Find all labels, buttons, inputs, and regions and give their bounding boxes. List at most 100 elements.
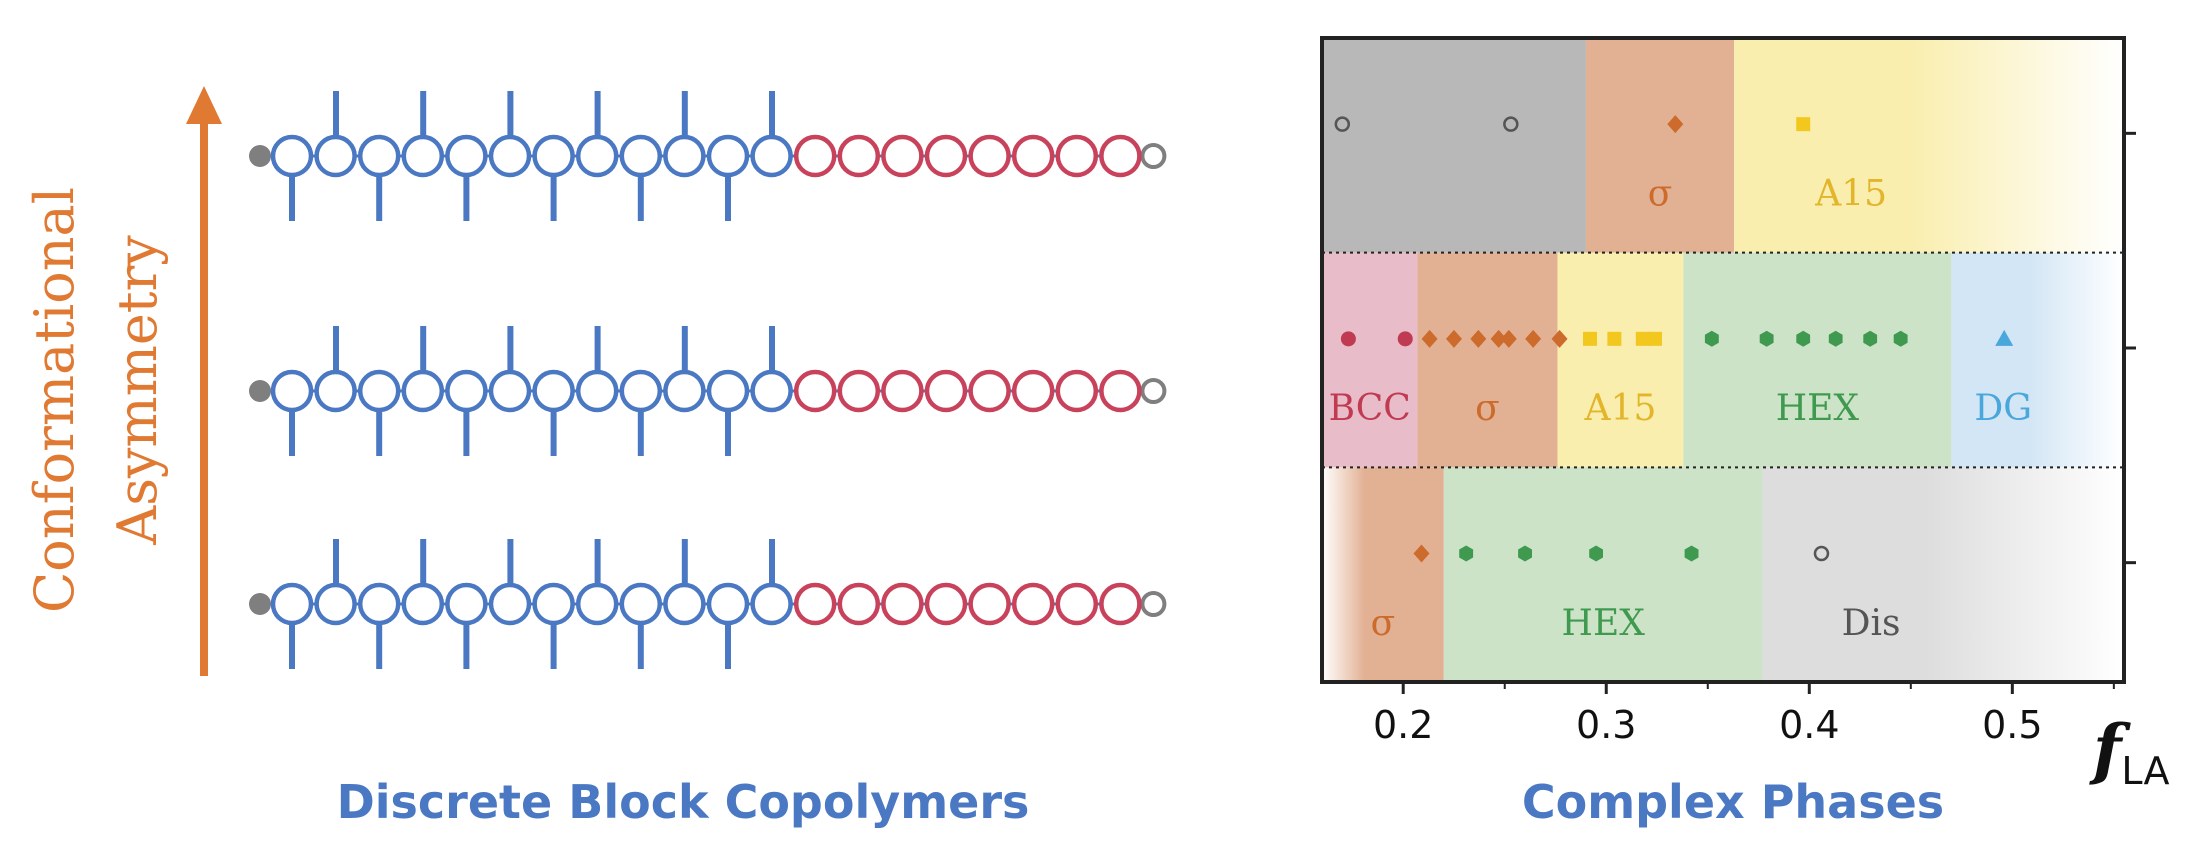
polymer-chains <box>249 91 1167 669</box>
data-point-open-circle <box>1503 116 1519 132</box>
blue-bead <box>401 369 445 413</box>
end-group-start <box>249 593 271 615</box>
x-axis-ticks: 0.2 0.3 0.4 0.5 <box>1373 682 2115 747</box>
blue-bead <box>314 369 357 413</box>
blue-bead <box>706 134 750 178</box>
data-point-hexagon <box>1684 545 1699 562</box>
red-bead <box>924 582 968 626</box>
red-bead <box>924 369 968 413</box>
phase-label: A15 <box>1584 388 1657 429</box>
blue-bead <box>619 369 663 413</box>
data-point-hexagon <box>1893 330 1908 347</box>
polymer-chain-high <box>249 91 1167 221</box>
phase-region <box>1417 252 1558 468</box>
data-point-open-circle <box>1334 116 1351 132</box>
phase-region <box>1683 252 1952 468</box>
phase-label: σ <box>1371 603 1396 644</box>
x-tick-label: 0.2 <box>1373 703 1433 747</box>
red-bead <box>968 582 1011 626</box>
blue-bead <box>706 369 750 413</box>
phase-label: Dis <box>1842 603 1901 644</box>
data-point-square <box>1647 331 1662 346</box>
red-bead <box>837 582 881 626</box>
blue-bead <box>532 582 575 626</box>
data-point-triangle <box>1995 329 2014 346</box>
block-copolymer-panel: Conformational Asymmetry Discrete Block … <box>23 86 1167 829</box>
phase-label: BCC <box>1329 388 1411 429</box>
red-bead <box>1099 369 1142 413</box>
blue-bead <box>750 134 793 178</box>
blue-bead <box>270 369 314 413</box>
blue-bead <box>663 369 706 413</box>
end-group-start <box>249 380 271 402</box>
red-bead <box>968 134 1011 178</box>
red-bead <box>1055 369 1099 413</box>
blue-bead <box>750 582 793 626</box>
phase-region <box>1557 252 1684 468</box>
data-point-open-circle <box>1813 545 1830 562</box>
data-point-circle <box>1397 331 1413 347</box>
blue-bead <box>270 134 314 178</box>
data-point-hexagon <box>1704 330 1719 347</box>
phase-region <box>1322 252 1418 468</box>
red-bead <box>1011 369 1055 413</box>
phase-region <box>1585 38 1735 253</box>
blue-bead <box>488 582 532 626</box>
left-caption: Discrete Block Copolymers <box>337 775 1030 829</box>
data-point-hexagon <box>1518 545 1532 562</box>
x-tick-label: 0.5 <box>1982 703 2042 747</box>
phase-region <box>1322 38 1586 253</box>
data-point-diamond <box>1470 329 1487 348</box>
phase-label: A15 <box>1814 173 1887 214</box>
red-bead <box>1055 134 1099 178</box>
data-point-diamond <box>1500 329 1517 348</box>
phase-region <box>1951 252 2124 468</box>
red-bead <box>793 369 837 413</box>
x-tick-label: 0.4 <box>1779 703 1839 747</box>
red-bead <box>881 369 924 413</box>
data-point-square <box>1635 331 1650 346</box>
data-point-square <box>1607 331 1622 346</box>
red-bead <box>837 134 881 178</box>
blue-bead <box>445 134 488 178</box>
blue-bead <box>706 582 750 626</box>
end-group-end <box>1140 378 1167 404</box>
axis-label-line2: Asymmetry <box>106 235 169 546</box>
blue-bead <box>314 134 357 178</box>
red-bead <box>1099 134 1142 178</box>
phase-region <box>1734 38 2124 253</box>
data-point-diamond <box>1551 329 1568 348</box>
right-caption: Complex Phases <box>1522 775 1944 829</box>
blue-bead <box>445 369 488 413</box>
axis-label-line1: Conformational <box>23 187 86 613</box>
blue-bead <box>401 134 445 178</box>
phase-label: σ <box>1648 173 1673 214</box>
red-bead <box>793 134 837 178</box>
data-point-hexagon <box>1589 545 1603 562</box>
row-dividers <box>1322 251 2124 469</box>
x-axis-label: fLA <box>2089 710 2169 793</box>
data-points <box>1334 115 2014 563</box>
red-bead <box>924 134 968 178</box>
polymer-chain-medium <box>249 326 1167 456</box>
data-point-hexagon <box>1828 330 1843 347</box>
blue-bead <box>270 582 314 626</box>
plot-frame <box>1320 36 2126 684</box>
blue-bead <box>575 134 619 178</box>
data-point-hexagon <box>1759 330 1774 347</box>
phase-region <box>1762 467 2124 682</box>
x-tick-label: 0.3 <box>1576 703 1636 747</box>
blue-bead <box>619 582 663 626</box>
arrow-head <box>186 86 222 124</box>
red-bead <box>837 369 881 413</box>
phase-region <box>1322 467 1444 682</box>
data-point-hexagon <box>1863 330 1878 347</box>
red-bead <box>1011 134 1055 178</box>
phase-label: HEX <box>1562 603 1646 644</box>
data-point-diamond <box>1490 329 1507 348</box>
blue-bead <box>575 369 619 413</box>
red-bead <box>1011 582 1055 626</box>
blue-bead <box>663 582 706 626</box>
